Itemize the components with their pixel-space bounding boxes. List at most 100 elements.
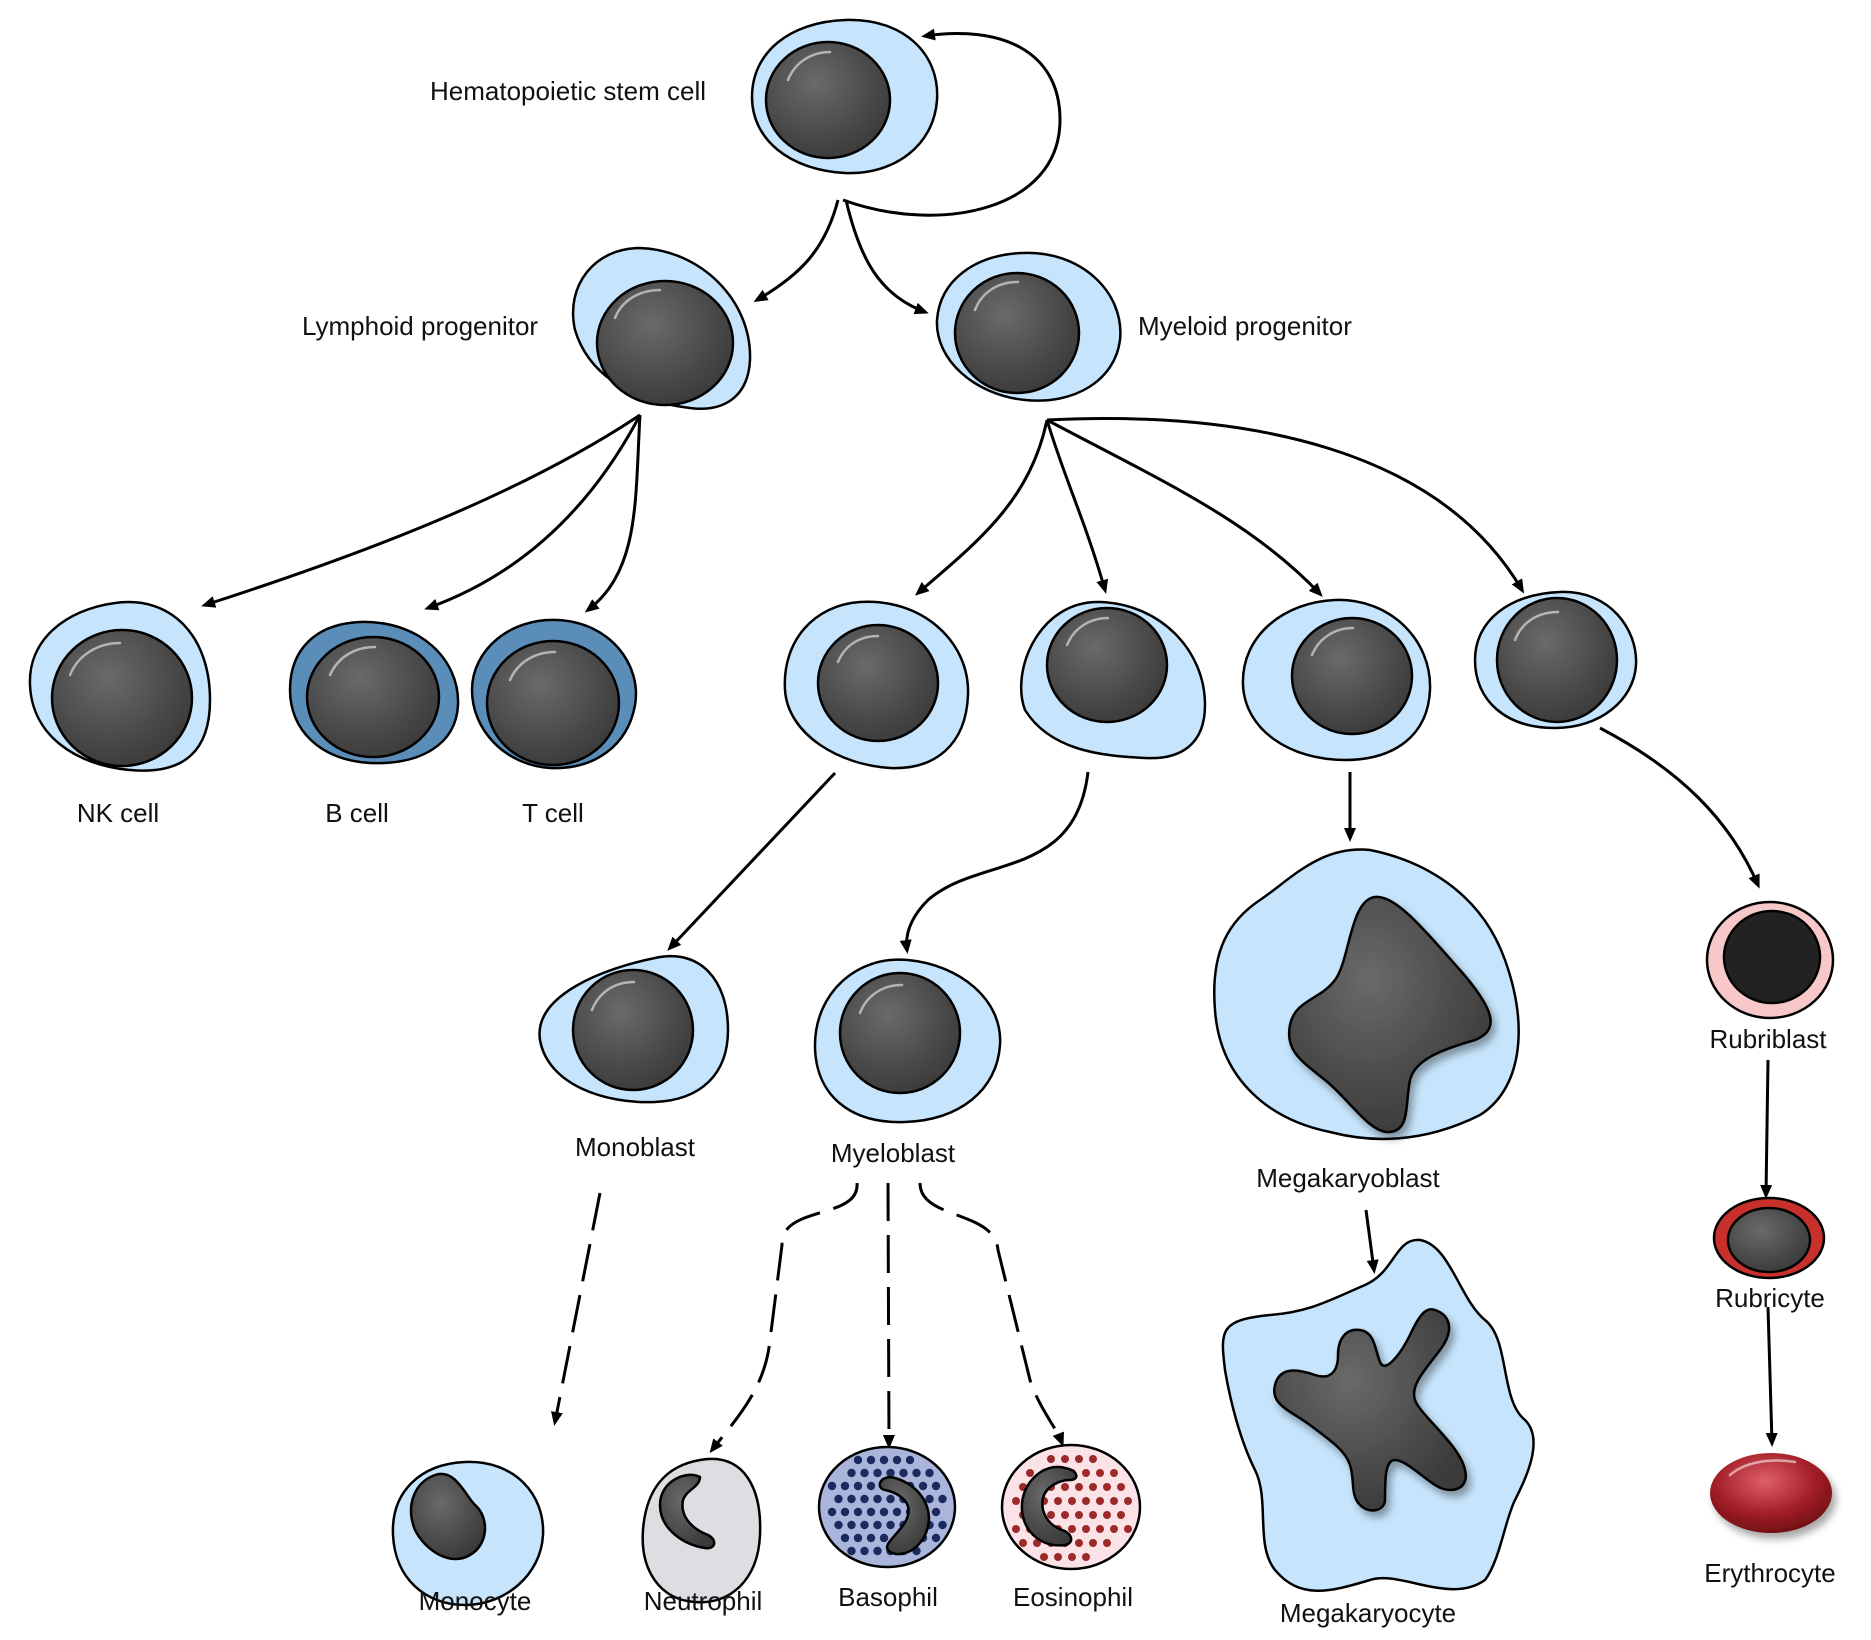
granule [886,1494,895,1504]
granule [1096,1497,1104,1505]
label-t-cell: T cell [522,798,584,828]
granule [860,1546,869,1556]
granule [938,1494,947,1504]
granule [1110,1525,1118,1533]
granule [1082,1497,1090,1505]
erythrocyte-body [1710,1453,1832,1533]
granule [860,1494,869,1504]
label-rubricyte: Rubricyte [1715,1283,1825,1313]
basophil-cell [817,1445,957,1569]
b-nucleus [305,635,441,759]
erythroid-progenitor [1473,590,1638,730]
granule [938,1520,947,1530]
granule [1061,1455,1069,1463]
label-erythrocyte: Erythrocyte [1704,1558,1836,1588]
label-eosinophil: Eosinophil [1013,1582,1133,1612]
granule [892,1507,902,1517]
granule [892,1455,902,1465]
granule [886,1520,895,1530]
granule [1110,1497,1118,1505]
granule [1082,1553,1090,1561]
granule [879,1455,889,1465]
nk-cell [28,600,212,772]
granule [860,1520,869,1530]
granule [905,1455,915,1465]
granule [866,1455,876,1465]
granule [1040,1553,1048,1561]
arrow-monoblast-monocyte [551,1192,602,1426]
granule [860,1468,869,1478]
hsc-nucleus [764,40,892,160]
arrow-rubricyte-erythrocyte [1765,1306,1778,1447]
arrow-myeloid-myelo-branch [1045,419,1109,594]
label-basophil: Basophil [838,1582,938,1612]
arrow-lymphoid-nk [201,413,641,608]
arrow-myeloid-mono-branch [914,419,1049,596]
granule [1047,1511,1055,1519]
label-rubriblast: Rubriblast [1709,1024,1827,1054]
megakaryocytic-progenitor-nucleus [1290,616,1414,736]
granule [873,1520,882,1530]
hematopoietic-stem-cell [750,18,939,175]
granule [1061,1483,1069,1491]
myeloblast-cell [813,958,1002,1124]
arrow-to-myeloblast [899,771,1090,954]
neutrophil-cytoplasm [641,1457,762,1604]
monocyte-cell [391,1460,545,1607]
granule [853,1533,863,1543]
granule [1026,1469,1034,1477]
lymphoid-nucleus [595,279,735,407]
granule [899,1468,908,1478]
granule [1068,1553,1076,1561]
granule [1110,1469,1118,1477]
neutrophil-nucleus [658,1473,716,1550]
granule [886,1468,895,1478]
granule [873,1546,882,1556]
granule [1117,1511,1125,1519]
myeloid-progenitor [935,251,1122,402]
granule [840,1507,850,1517]
granule [1103,1483,1111,1491]
granule [1075,1483,1083,1491]
granule [853,1507,863,1517]
granule [1096,1469,1104,1477]
granulocytic-progenitor-nucleus [1045,606,1169,724]
arrow-hsc-myeloid [844,199,929,315]
granule [847,1468,856,1478]
arrow-myeloid-mega-branch [1046,418,1323,597]
label-monocyte: Monocyte [419,1586,532,1616]
granule [840,1481,850,1491]
granule [1082,1469,1090,1477]
granule [1089,1483,1097,1491]
monocytic-progenitor [783,600,970,770]
granule [1068,1525,1076,1533]
t-cell [470,618,638,770]
label-monoblast: Monoblast [575,1132,696,1162]
granule [847,1494,856,1504]
granule [1012,1525,1020,1533]
labels: Hematopoietic stem cell Lymphoid progeni… [77,76,1836,1628]
granule [1089,1539,1097,1547]
granule [1124,1497,1132,1505]
granule [1054,1497,1062,1505]
granule [918,1481,928,1491]
granule [834,1520,843,1530]
b-cell [288,620,460,765]
eosinophil-nucleus [1020,1465,1078,1547]
erythrocyte-cell [1710,1453,1832,1533]
arrow-myeloid-ery-branch [1046,417,1525,594]
granule [879,1507,889,1517]
label-megakaryocyte: Megakaryocyte [1280,1598,1456,1628]
neutrophil-cell [641,1457,762,1604]
label-b-cell: B cell [325,798,389,828]
arrow-myeloblast-neutrophil [709,1182,859,1454]
label-myeloid-progenitor: Myeloid progenitor [1138,311,1352,341]
cells [28,18,1835,1607]
rubricyte-nucleus [1726,1206,1812,1274]
granule [912,1468,921,1478]
granule [1089,1511,1097,1519]
basophil-nucleus [878,1476,931,1556]
granule [1075,1455,1083,1463]
granulocytic-progenitor [1020,600,1207,760]
